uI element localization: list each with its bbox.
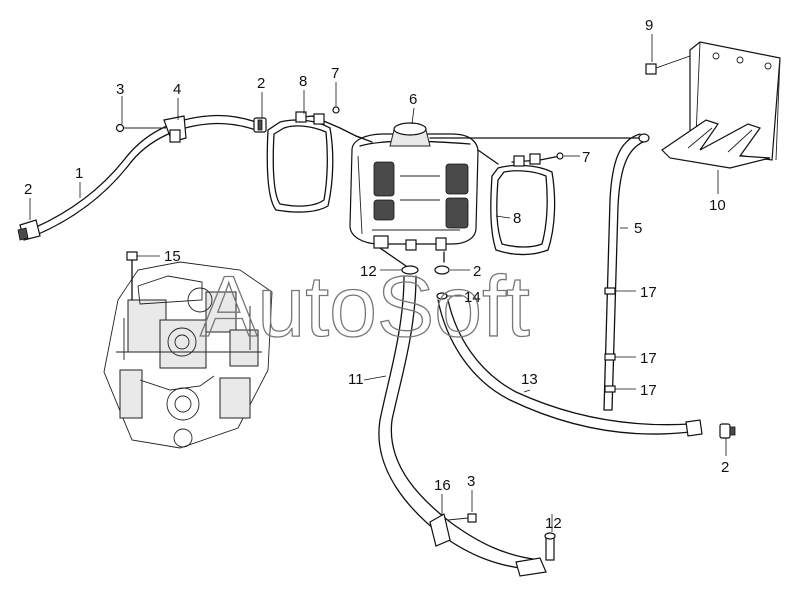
callout-1: 1 [75, 165, 83, 182]
fittings-under-tank [379, 247, 450, 300]
callout-16: 16 [434, 477, 451, 494]
callout-14: 14 [464, 289, 481, 306]
hose-1 [17, 114, 257, 241]
callout-17: 17 [640, 350, 657, 367]
callout-10: 10 [709, 197, 726, 214]
callout-12: 12 [545, 515, 562, 532]
bracket-4 [115, 115, 187, 143]
callout-2: 2 [473, 263, 481, 280]
callout-9: 9 [645, 17, 653, 34]
callout-3: 3 [467, 473, 475, 490]
clamp-2-top [253, 117, 267, 133]
engine-block [103, 261, 273, 449]
callout-2: 2 [24, 181, 32, 198]
callout-11: 11 [348, 371, 364, 388]
loop-hose-8-left [266, 106, 373, 213]
hose-5 [429, 133, 650, 411]
callout-8: 8 [513, 210, 521, 227]
callout-17: 17 [640, 284, 657, 301]
callout-5: 5 [634, 220, 642, 237]
mount-bracket-10 [645, 41, 781, 169]
callout-6: 6 [409, 91, 417, 108]
callout-15: 15 [164, 248, 181, 265]
loop-hose-8-right [477, 149, 564, 256]
callouts: 1 2 3 4 2 8 7 6 9 10 5 7 8 12 2 14 15 17… [24, 17, 729, 532]
callout-2: 2 [257, 75, 265, 92]
hose-11 [378, 275, 547, 577]
bracket-16 [447, 513, 556, 561]
callout-2: 2 [721, 459, 729, 476]
callout-13: 13 [521, 371, 538, 388]
callout-7: 7 [331, 65, 339, 82]
expansion-tank-6 [349, 122, 479, 251]
watermark: AutoSoft [200, 259, 530, 355]
leader-lines [29, 34, 727, 532]
callout-12: 12 [360, 263, 377, 280]
callout-8: 8 [299, 73, 307, 90]
callout-4: 4 [173, 81, 181, 98]
callout-3: 3 [116, 81, 124, 98]
callout-7: 7 [582, 149, 590, 166]
callout-17: 17 [640, 382, 657, 399]
bolt-15 [126, 251, 160, 301]
hose-13 [437, 299, 736, 439]
